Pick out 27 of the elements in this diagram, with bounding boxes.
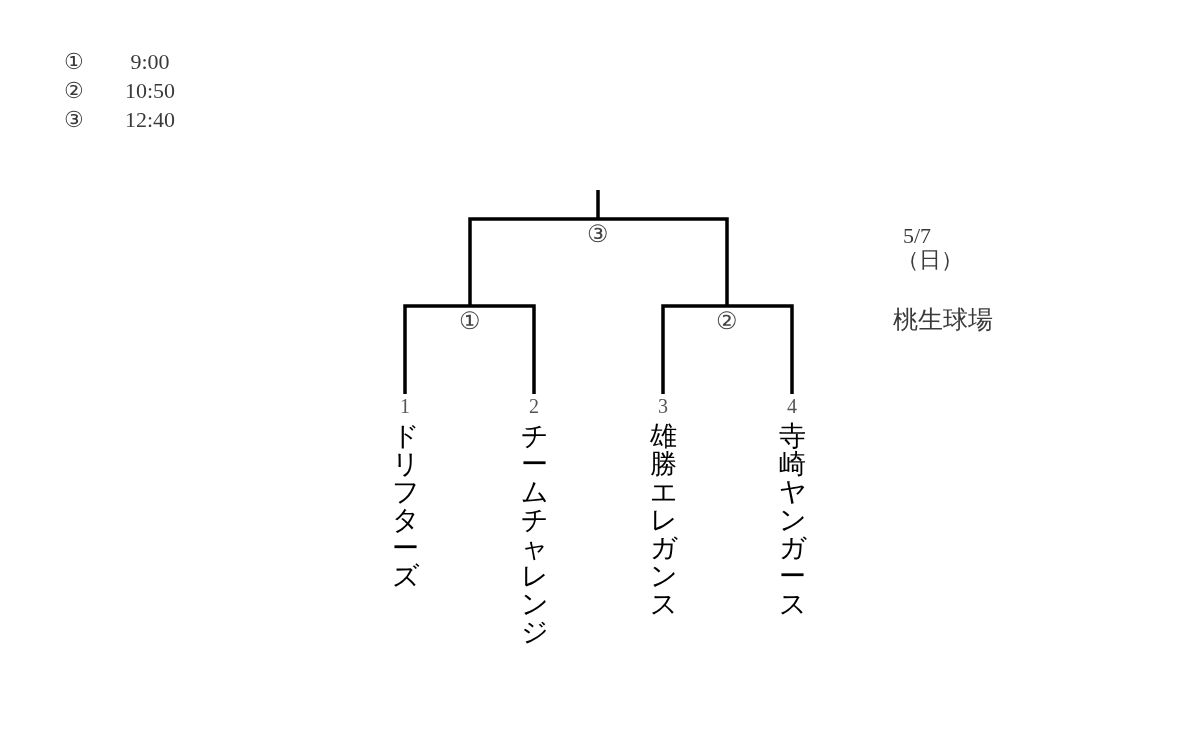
match-number: ① — [459, 308, 481, 334]
match-number: ② — [64, 78, 84, 103]
start-time: 10:50 — [124, 78, 176, 103]
bracket-line — [468, 217, 598, 307]
match-number: ① — [64, 49, 84, 74]
match-number: ③ — [64, 107, 84, 132]
bracket-line — [598, 217, 729, 307]
bracket-line — [661, 304, 727, 394]
seed-number: 4 — [787, 395, 797, 417]
team-name: チームチャレンジ — [520, 422, 548, 646]
team-name: ドリフターズ — [391, 422, 419, 590]
team-name: 寺崎ヤンガース — [778, 422, 806, 618]
bracket-line — [403, 304, 470, 394]
match-number: ② — [716, 308, 738, 334]
weekday-label: （日） — [897, 247, 963, 272]
bracket-line — [727, 304, 794, 394]
match-number: ③ — [587, 221, 609, 247]
venue-label: 桃生球場 — [893, 306, 993, 334]
start-time: 9:00 — [130, 49, 170, 74]
team-name: 雄勝エレガンス — [649, 422, 677, 618]
bracket-line — [470, 304, 536, 394]
bracket-line — [596, 190, 600, 219]
seed-number: 2 — [529, 395, 539, 417]
date-label: 5/7 — [903, 223, 932, 248]
start-time: 12:40 — [124, 107, 176, 132]
seed-number: 3 — [658, 395, 668, 417]
seed-number: 1 — [400, 395, 410, 417]
